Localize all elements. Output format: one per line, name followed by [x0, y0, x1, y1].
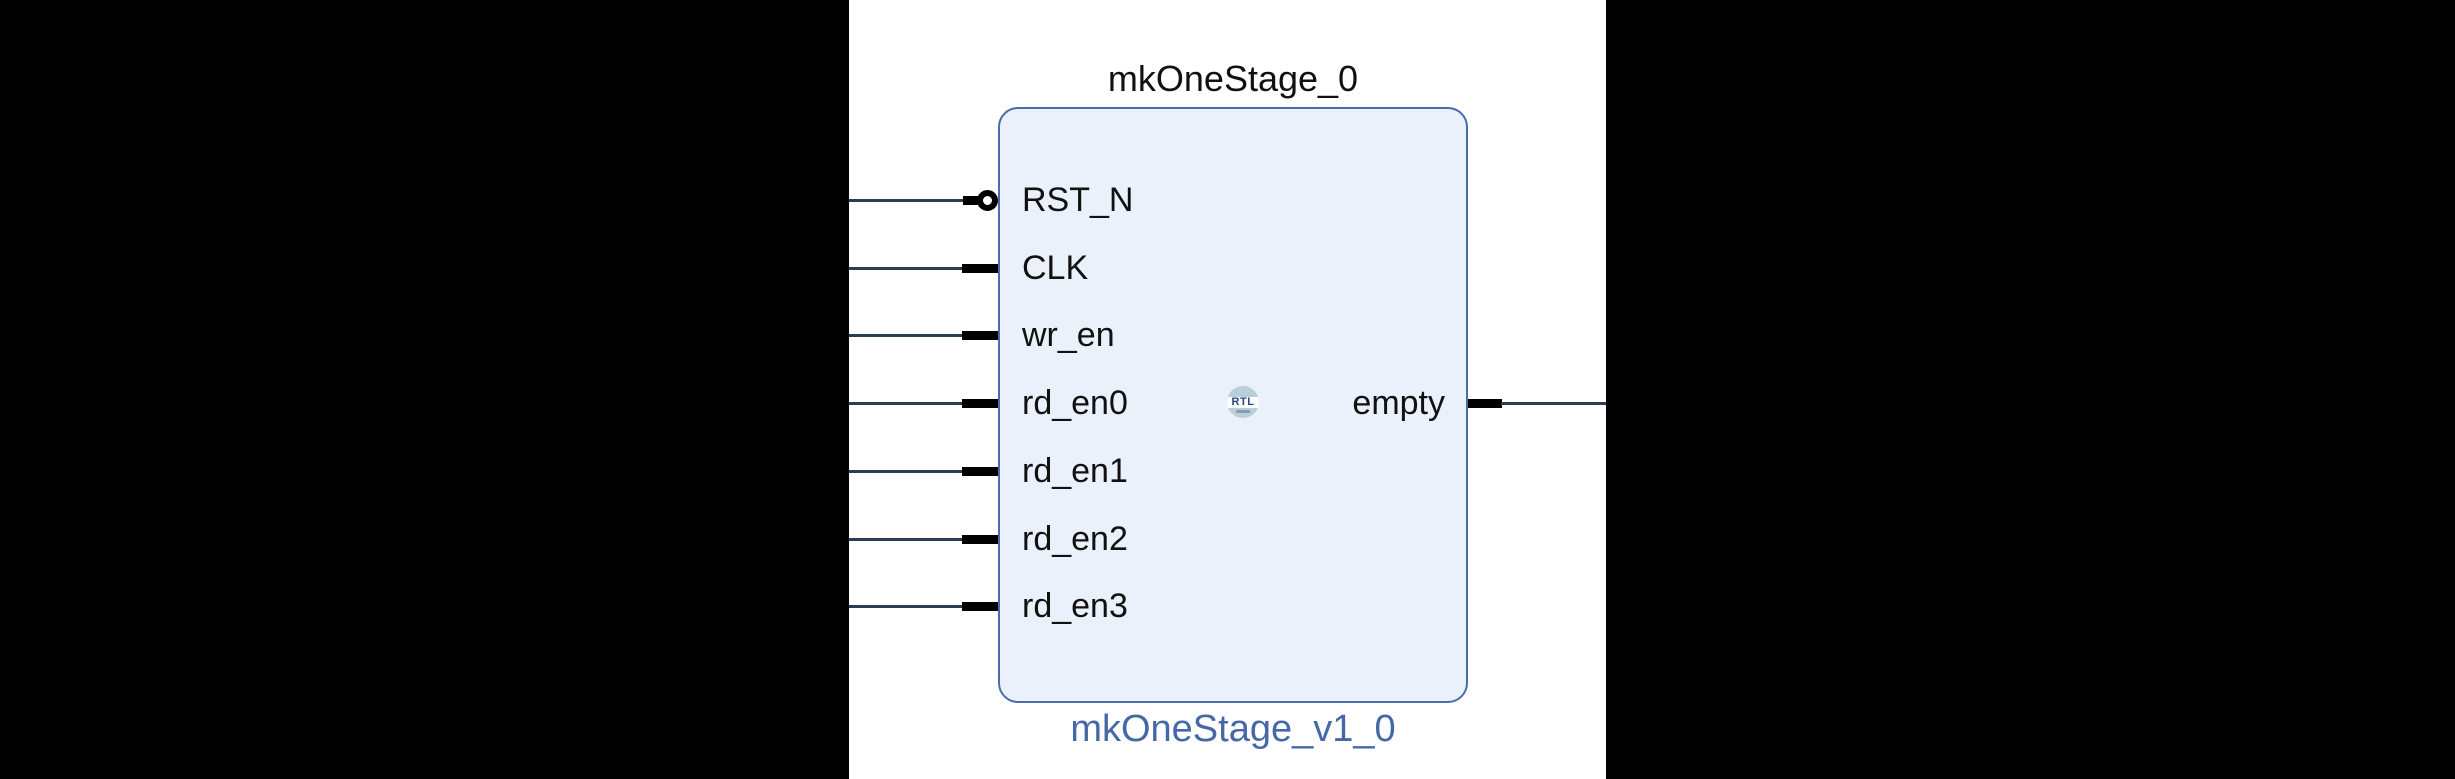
net-wire[interactable]	[849, 267, 962, 270]
pin-stub[interactable]	[1468, 399, 1502, 408]
net-wire[interactable]	[849, 605, 962, 608]
port-label: rd_en1	[1022, 452, 1128, 490]
pin-stub[interactable]	[963, 196, 978, 205]
port-label: RST_N	[1022, 181, 1134, 219]
net-wire[interactable]	[849, 470, 962, 473]
module-type-name: mkOneStage_v1_0	[1070, 708, 1396, 750]
net-wire[interactable]	[849, 538, 962, 541]
pin-stub[interactable]	[962, 264, 998, 273]
net-wire[interactable]	[849, 402, 962, 405]
pin-stub[interactable]	[962, 535, 998, 544]
port-label: rd_en2	[1022, 520, 1128, 558]
port-label: wr_en	[1022, 316, 1115, 354]
rtl-badge-label: RTL	[1231, 396, 1255, 408]
port-label: rd_en0	[1022, 384, 1128, 422]
net-wire[interactable]	[1501, 402, 1606, 405]
net-wire[interactable]	[849, 334, 962, 337]
letterbox-right	[1606, 0, 2455, 779]
letterbox-left	[0, 0, 849, 779]
rtl-badge-icon: RTL	[1227, 386, 1259, 418]
block-instance-name: mkOneStage_0	[1107, 58, 1359, 99]
pin-stub[interactable]	[962, 602, 998, 611]
pin-stub[interactable]	[962, 467, 998, 476]
port-label: CLK	[1022, 249, 1089, 287]
rtl-badge-microtext	[1236, 410, 1250, 413]
net-wire[interactable]	[849, 199, 963, 202]
port-label: rd_en3	[1022, 587, 1128, 625]
rtl-badge-band: RTL	[1227, 397, 1259, 408]
pin-stub[interactable]	[962, 399, 998, 408]
port-label: empty	[1352, 384, 1445, 422]
invert-bubble-icon	[977, 190, 998, 211]
pin-stub[interactable]	[962, 331, 998, 340]
